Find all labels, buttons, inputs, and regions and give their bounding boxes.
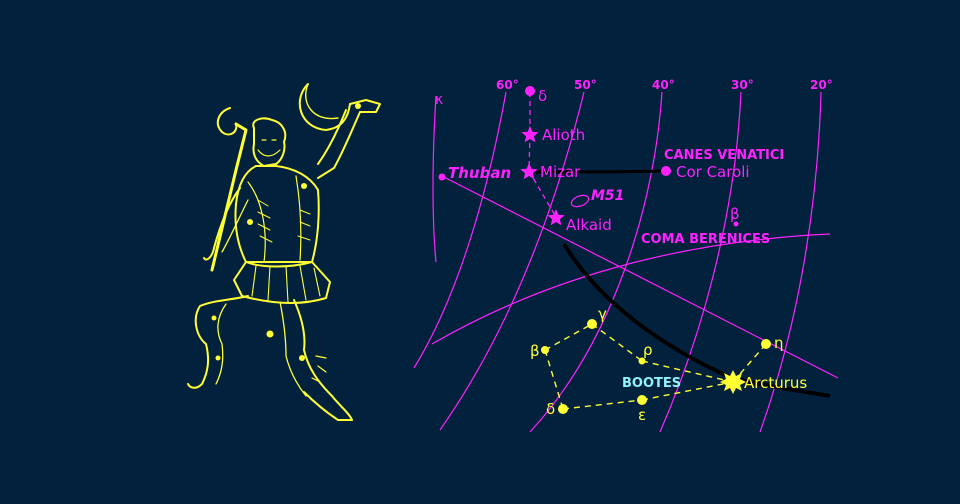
ra-label-40: 40°: [652, 78, 675, 92]
cor-caroli-star: [661, 166, 671, 176]
figure-star: [266, 330, 274, 338]
delta-star: [558, 404, 568, 414]
gamma-label: γ: [598, 305, 607, 323]
beta-label: β: [530, 342, 540, 360]
star-marker-icon: [521, 126, 539, 143]
beta-star: [541, 346, 549, 354]
epsilon-label: ε: [638, 406, 646, 424]
rho-star: [638, 357, 646, 365]
figure-star: [355, 103, 361, 109]
gamma-star: [587, 319, 597, 329]
herdsman-figure-illustration: [187, 83, 381, 421]
mizar-label: Mizar: [540, 163, 581, 181]
beta-com-label: β: [730, 205, 740, 223]
eta-label: η: [774, 334, 784, 352]
alioth-label: Alioth: [542, 126, 585, 144]
kappa-label: κ: [435, 92, 443, 108]
ra-label-50: 50°: [574, 78, 597, 92]
thuban-label: Thuban: [448, 164, 511, 182]
grid-arc-kappa: [432, 95, 437, 263]
epsilon-star: [637, 395, 647, 405]
figure-star: [211, 315, 217, 321]
grid-arc-60: [413, 91, 507, 369]
m51-label: M51: [591, 188, 624, 204]
alkaid-label: Alkaid: [566, 216, 612, 234]
ra-labels: 60° 50° 40° 30° 20°: [496, 78, 833, 92]
grid-arc-40: [529, 91, 663, 433]
star-marker-icon: [520, 163, 538, 180]
bootes-lines: [544, 323, 767, 410]
ra-label-30: 30°: [731, 78, 754, 92]
arcturus-star-icon: [720, 370, 746, 394]
rho-label: ρ: [643, 341, 653, 359]
figure-star: [299, 355, 305, 361]
figure-star: [215, 355, 221, 361]
grid-arc-30: [659, 91, 742, 433]
ra-label-20: 20°: [810, 78, 833, 92]
ecliptic-curve: [562, 242, 831, 398]
eta-star: [761, 339, 771, 349]
figure-star: [301, 183, 307, 189]
delta-uma-star: [525, 86, 535, 96]
arcturus-label: Arcturus: [744, 374, 807, 392]
canes-venatici-line: [527, 169, 667, 174]
canes-venatici-label: CANES VENATICI: [664, 148, 784, 163]
coma-berenices-label: COMA BERENICES: [641, 232, 770, 247]
thuban-star: [438, 173, 446, 181]
declination-arc: [431, 233, 831, 345]
star-marker-icon: [547, 209, 565, 226]
thuban-line: [441, 175, 839, 379]
delta-uma-label: δ: [538, 87, 547, 105]
beta-com-star: [733, 221, 739, 227]
figure-star: [247, 219, 253, 225]
dipper-handle-lines: [528, 92, 557, 218]
figure-stars: [211, 103, 361, 361]
coordinate-grid: [413, 91, 839, 433]
cor-caroli-label: Cor Caroli: [676, 163, 750, 181]
galaxy-icon: [570, 194, 590, 208]
ra-label-60: 60°: [496, 78, 519, 92]
bootes-label: BOOTES: [622, 376, 681, 391]
grid-arc-50: [439, 91, 585, 431]
delta-label: δ: [546, 400, 555, 418]
